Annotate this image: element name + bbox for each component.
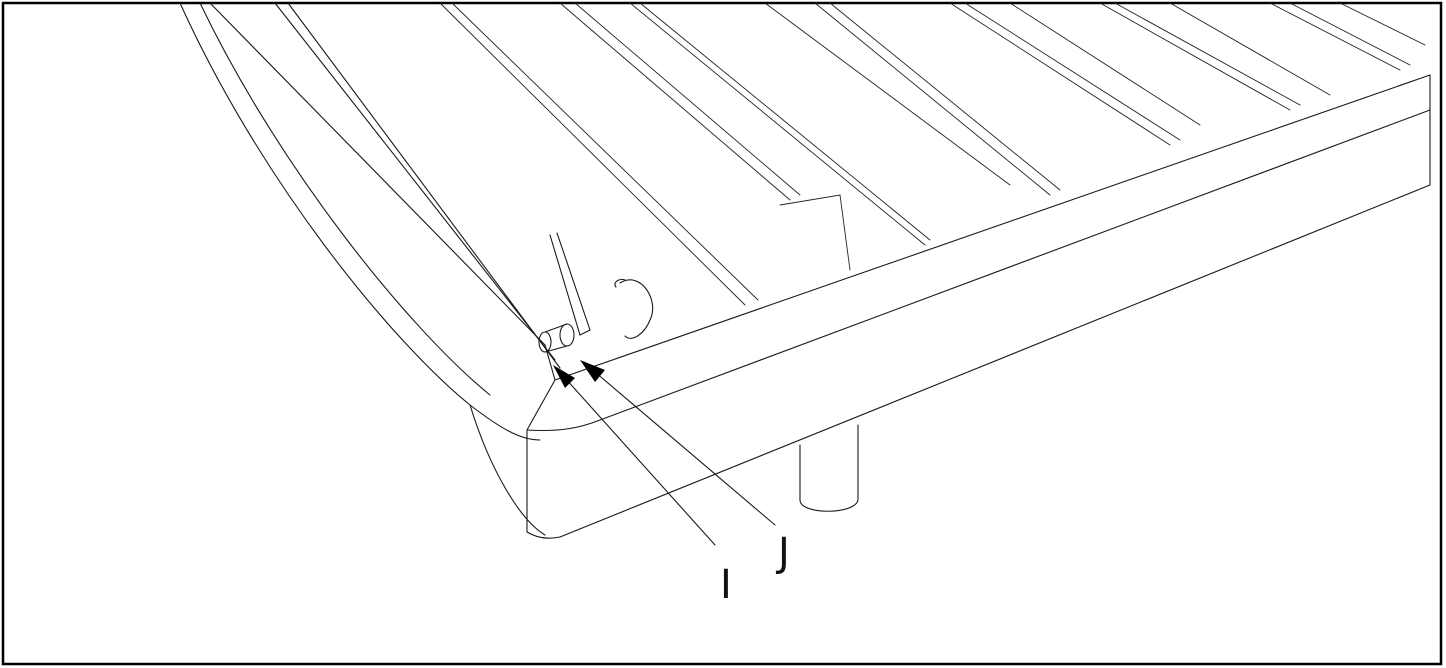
callout-i: I [553, 365, 732, 608]
clip-ring [614, 278, 654, 339]
allen-key [549, 232, 591, 336]
callout-i-label: I [720, 562, 732, 608]
bed-frame-left-rail [179, 2, 561, 441]
callout-j-arrowhead [580, 360, 605, 382]
callout-i-arrowhead [553, 365, 575, 388]
bed-leg [799, 424, 859, 512]
bed-frame-corner [469, 379, 601, 539]
bed-slats [439, 2, 1426, 306]
bolt-washer [538, 323, 575, 353]
callout-j-label: J [775, 530, 790, 576]
bed-frame-front-rail [554, 74, 1431, 538]
callout-j: J [580, 360, 790, 576]
